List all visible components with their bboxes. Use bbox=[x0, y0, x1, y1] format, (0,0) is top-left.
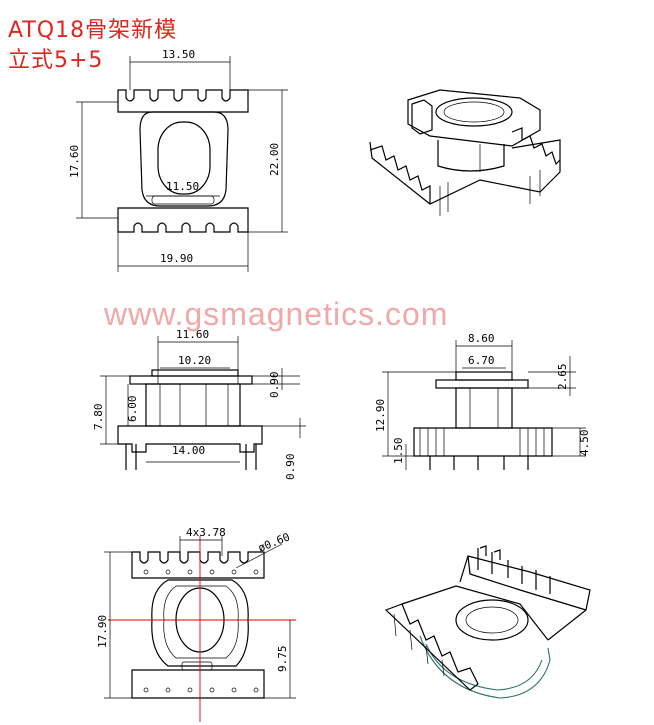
dim-side-inner: 6.70 bbox=[468, 354, 495, 367]
top-view: 13.50 17.60 22.00 11.50 19.90 bbox=[68, 48, 288, 272]
dim-side-total: 12.90 bbox=[374, 399, 387, 432]
dim-pitch: 4x3.78 bbox=[186, 526, 226, 539]
dim-bottom-height: 17.90 bbox=[96, 615, 109, 648]
bottom-view: 4x3.78 ø0.60 17.90 9.75 bbox=[96, 526, 296, 722]
isometric-view-bottom bbox=[384, 545, 591, 699]
top-view-slot bbox=[151, 195, 215, 205]
dim-top-thick: 0.90 bbox=[268, 372, 281, 399]
top-view-window bbox=[157, 121, 211, 195]
dim-center: 9.75 bbox=[276, 646, 289, 673]
dim-side-flange: 2.65 bbox=[556, 364, 569, 391]
title-line-1: ATQ18骨架新模 bbox=[8, 18, 178, 43]
dim-side-right: 4.50 bbox=[578, 430, 591, 457]
dim-total-height: 7.80 bbox=[92, 404, 105, 431]
dim-height-right: 22.00 bbox=[268, 143, 281, 176]
isometric-view-top bbox=[369, 89, 561, 216]
dim-body-height: 6.00 bbox=[126, 396, 139, 423]
dim-side-base: 1.50 bbox=[392, 438, 405, 465]
bottom-top-flange bbox=[131, 551, 265, 579]
top-view-bottom-flange bbox=[117, 207, 249, 233]
top-view-top-flange bbox=[117, 89, 249, 113]
dim-pin: 0.90 bbox=[284, 454, 297, 481]
bottom-body bbox=[151, 579, 249, 667]
dim-core: 10.20 bbox=[178, 354, 211, 367]
dim-height-left: 17.60 bbox=[68, 145, 81, 178]
dim-bottom-width: 19.90 bbox=[160, 252, 193, 265]
dim-base: 14.00 bbox=[172, 444, 205, 457]
watermark: www.gsmagnetics.com bbox=[104, 296, 449, 332]
bottom-bottom-flange bbox=[131, 669, 265, 699]
front-view: 11.60 10.20 0.90 7.80 6.00 14.00 0.90 bbox=[92, 328, 306, 480]
front-top-flange bbox=[129, 375, 253, 385]
dim-side-top: 8.60 bbox=[468, 332, 495, 345]
dim-pin-dia: ø0.60 bbox=[256, 530, 292, 554]
dim-top-width: 13.50 bbox=[162, 48, 195, 61]
top-view-body bbox=[139, 111, 229, 207]
dim-window: 11.50 bbox=[166, 180, 199, 193]
title-line-2: 立式5+5 bbox=[8, 48, 104, 73]
dim-flange: 11.60 bbox=[176, 328, 209, 341]
front-base bbox=[117, 425, 263, 453]
side-view: 8.60 6.70 2.65 12.90 1.50 4.50 bbox=[374, 332, 591, 470]
